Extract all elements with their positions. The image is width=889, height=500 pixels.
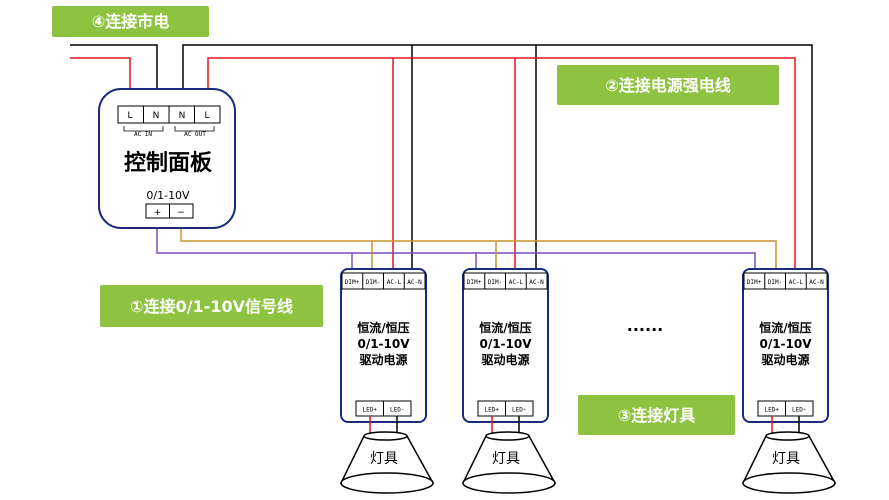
tag-lamp: ③连接灯具 bbox=[578, 395, 735, 435]
tag-lamp-text: ③连接灯具 bbox=[618, 406, 696, 425]
driver-2-terminal-ac-n: AC-N bbox=[529, 279, 544, 286]
tag-power-text: ②连接电源强电线 bbox=[605, 76, 731, 95]
driver-1-line-1: 恒流/恒压 bbox=[357, 320, 409, 335]
driver-2-terminal-dim-minus: DIM- bbox=[488, 279, 502, 286]
panel-terminal-l-in: L bbox=[127, 111, 132, 121]
control-panel: L N N L AC IN AC OUT 控制面板 0/1-10V + − bbox=[98, 88, 236, 229]
driver-3-line-2: 0/1-10V bbox=[759, 337, 812, 351]
dim-minus-wire bbox=[180, 218, 777, 273]
dim-plus-wire bbox=[156, 218, 756, 273]
driver-1: DIM+ DIM- AC-L AC-N 恒流/恒压 0/1-10V 驱动电源 L… bbox=[340, 268, 427, 423]
driver-2-led-minus: LED- bbox=[512, 407, 526, 414]
lamp-2: 灯具 bbox=[461, 416, 557, 494]
driver-2-line-1: 恒流/恒压 bbox=[479, 320, 531, 335]
driver-1-terminal-ac-l: AC-L bbox=[387, 279, 402, 286]
driver-3-line-3: 驱动电源 bbox=[761, 352, 809, 367]
lamp-1-label: 灯具 bbox=[370, 451, 398, 467]
driver-3-led-plus: LED+ bbox=[765, 407, 780, 414]
panel-dim-minus: − bbox=[177, 208, 185, 218]
driver-1-terminal-dim-plus: DIM+ bbox=[345, 279, 360, 286]
tag-signal-text: ①连接0/1-10V信号线 bbox=[130, 297, 293, 316]
driver-1-terminal-dim-minus: DIM- bbox=[366, 279, 380, 286]
panel-terminal-n-in: N bbox=[153, 111, 160, 121]
tag-power: ②连接电源强电线 bbox=[557, 65, 779, 105]
driver-2-line-2: 0/1-10V bbox=[479, 337, 532, 351]
driver-3-terminal-ac-n: AC-N bbox=[809, 279, 824, 286]
panel-ac-out-label: AC OUT bbox=[184, 131, 206, 138]
driver-1-terminal-ac-n: AC-N bbox=[407, 279, 422, 286]
panel-dim-label: 0/1-10V bbox=[146, 189, 190, 202]
panel-ac-in-label: AC IN bbox=[134, 131, 152, 138]
panel-terminal-l-out: L bbox=[204, 111, 209, 121]
panel-terminal-n-out: N bbox=[179, 111, 186, 121]
tag-mains-text: ④连接市电 bbox=[92, 12, 170, 31]
tag-mains: ④连接市电 bbox=[52, 6, 209, 37]
driver-3-terminal-ac-l: AC-L bbox=[789, 279, 804, 286]
wires bbox=[70, 44, 813, 273]
driver-2-terminal-ac-l: AC-L bbox=[509, 279, 524, 286]
driver-2-led-plus: LED+ bbox=[485, 407, 500, 414]
driver-1-line-3: 驱动电源 bbox=[359, 352, 407, 367]
driver-1-led-minus: LED- bbox=[390, 407, 404, 414]
driver-3-line-1: 恒流/恒压 bbox=[759, 320, 811, 335]
driver-1-led-plus: LED+ bbox=[363, 407, 378, 414]
panel-title: 控制面板 bbox=[124, 150, 213, 176]
lamp-2-label: 灯具 bbox=[492, 451, 520, 467]
lamp-3: 灯具 bbox=[741, 416, 837, 494]
lamp-1: 灯具 bbox=[339, 416, 435, 494]
driver-3-terminal-dim-plus: DIM+ bbox=[747, 279, 762, 286]
mains-neutral-wire bbox=[70, 44, 158, 106]
driver-3: DIM+ DIM- AC-L AC-N 恒流/恒压 0/1-10V 驱动电源 L… bbox=[742, 268, 829, 423]
lamp-3-label: 灯具 bbox=[772, 451, 800, 467]
neutral-bus-wire bbox=[182, 44, 813, 273]
tag-signal: ①连接0/1-10V信号线 bbox=[100, 285, 323, 327]
live-bus-wire bbox=[207, 57, 796, 273]
panel-dim-plus: + bbox=[154, 208, 162, 218]
driver-3-terminal-dim-minus: DIM- bbox=[768, 279, 782, 286]
driver-2-line-3: 驱动电源 bbox=[481, 352, 529, 367]
more-drivers-ellipsis: ...... bbox=[627, 316, 663, 335]
driver-1-line-2: 0/1-10V bbox=[357, 337, 410, 351]
driver-2-terminal-dim-plus: DIM+ bbox=[467, 279, 482, 286]
driver-3-led-minus: LED- bbox=[792, 407, 806, 414]
driver-2: DIM+ DIM- AC-L AC-N 恒流/恒压 0/1-10V 驱动电源 L… bbox=[462, 268, 549, 423]
